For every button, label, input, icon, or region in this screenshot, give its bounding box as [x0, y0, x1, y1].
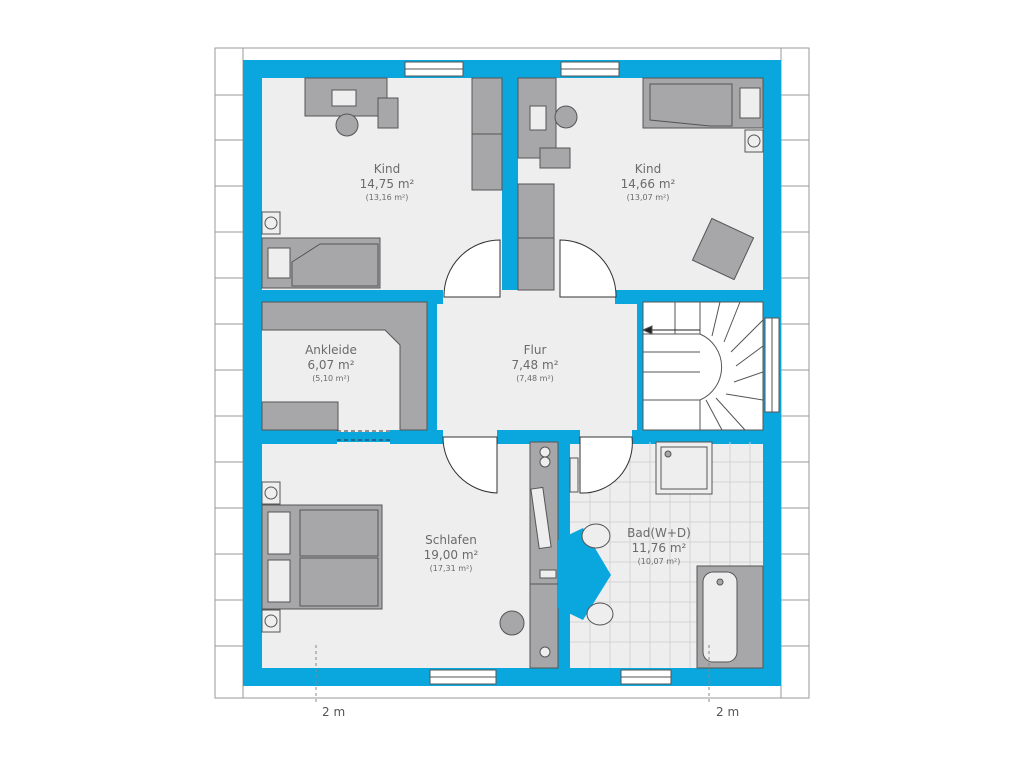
door-kind-1: [443, 239, 501, 298]
armchair-kind-2: [691, 217, 755, 281]
dimension-label-left: 2 m: [322, 705, 346, 719]
room-kind-2: Kind 14,66 m² (13,07 m²): [548, 162, 748, 203]
door-kind-2: [559, 239, 617, 298]
room-name: Ankleide: [305, 343, 357, 357]
wardrobe-schlafen: [529, 441, 559, 669]
room-net-area: (17,31 m²): [429, 564, 473, 573]
room-net-area: (13,07 m²): [626, 193, 670, 202]
room-name: Flur: [523, 343, 547, 357]
doors: [337, 239, 633, 494]
room-ankleide: Ankleide 6,07 m² (5,10 m²): [231, 343, 431, 384]
door-bad: [579, 436, 633, 494]
room-name: Kind: [634, 162, 662, 176]
floor-flur: [437, 302, 637, 432]
room-kind-1: Kind 14,75 m² (13,16 m²): [287, 162, 487, 203]
room-area: 7,48 m²: [511, 358, 559, 372]
room-net-area: (5,10 m²): [312, 374, 350, 383]
room-area: 14,66 m²: [620, 177, 676, 191]
room-net-area: (7,48 m²): [516, 374, 554, 383]
furniture: [261, 77, 764, 669]
room-area: 11,76 m²: [631, 541, 687, 555]
room-net-area: (10,07 m²): [637, 557, 681, 566]
wardrobe-kind-2: [517, 183, 555, 291]
windows: [404, 61, 780, 685]
dimension-label-right: 2 m: [716, 705, 740, 719]
room-flur: Flur 7,48 m² (7,48 m²): [435, 343, 635, 384]
partition-walls: [243, 78, 781, 668]
room-area: 14,75 m²: [359, 177, 415, 191]
room-name: Kind: [373, 162, 401, 176]
room-area: 6,07 m²: [307, 358, 355, 372]
dimension-markers: [315, 645, 710, 705]
door-schlafen: [442, 436, 498, 494]
room-schlafen: Schlafen 19,00 m² (17,31 m²): [351, 533, 551, 574]
room-name: Schlafen: [425, 533, 477, 547]
room-net-area: (13,16 m²): [365, 193, 409, 202]
room-bad: Bad(W+D) 11,76 m² (10,07 m²): [559, 526, 759, 567]
staircase: [641, 301, 764, 431]
room-name: Bad(W+D): [627, 526, 691, 540]
washbasin: [581, 523, 611, 549]
wall-niche: [558, 528, 611, 620]
toilet: [586, 602, 614, 626]
room-area: 19,00 m²: [423, 548, 479, 562]
closet-ankleide: [261, 301, 428, 431]
